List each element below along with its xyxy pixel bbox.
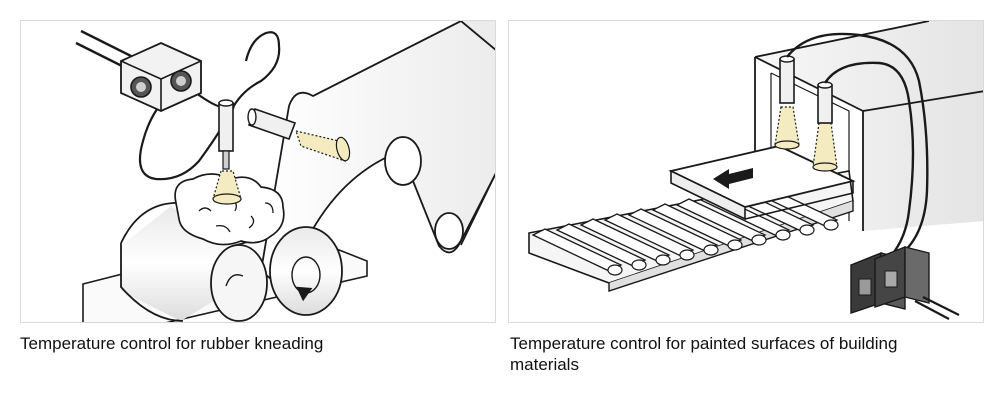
conveyor-belt-icon	[260, 21, 495, 292]
building-material-board	[668, 145, 856, 221]
illustration-painted-surfaces	[508, 20, 984, 323]
kneading-roller-icon	[269, 226, 343, 316]
fixed-temperature-sensor-icon	[212, 99, 242, 205]
sensor-amplifier-icon	[850, 245, 960, 320]
rubber-material	[174, 173, 285, 246]
illustration-rubber-kneading	[20, 20, 496, 323]
sensor-amplifier-icon	[75, 29, 202, 112]
caption-painted-surfaces: Temperature control for painted surfaces…	[510, 334, 898, 374]
roller-conveyor-icon	[528, 170, 854, 292]
direction-arrow-icon	[713, 168, 753, 189]
fixed-temperature-sensor-icon	[247, 107, 351, 162]
fixed-temperature-sensor-icon	[812, 81, 838, 172]
caption-rubber-kneading: Temperature control for rubber kneading	[20, 334, 324, 353]
fixed-temperature-sensor-icon	[774, 55, 800, 150]
sensor-cable	[786, 32, 929, 267]
